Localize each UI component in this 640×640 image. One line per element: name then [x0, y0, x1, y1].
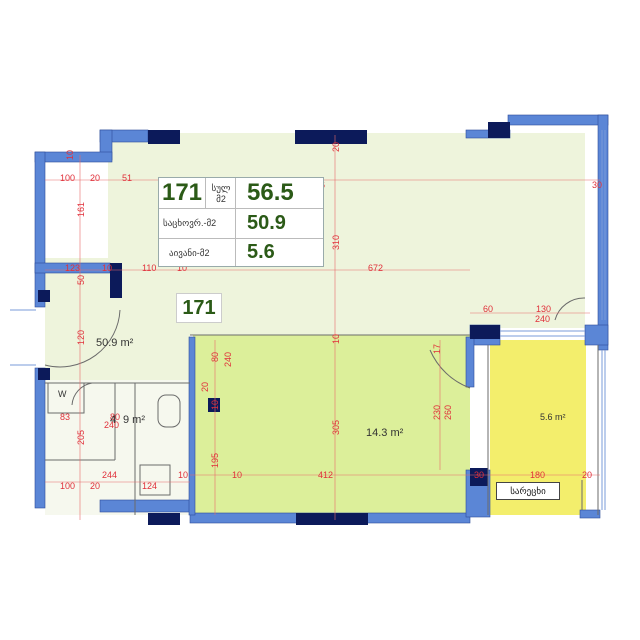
dim-50: 50: [76, 275, 86, 285]
dim-30-bottom: 30: [474, 470, 484, 480]
card-total-label-1: სულ: [211, 183, 231, 193]
dim-205: 205: [76, 430, 86, 445]
living-area-label: 50.9 m²: [96, 337, 134, 349]
columns: [38, 122, 510, 525]
dim-412: 412: [318, 470, 333, 480]
bathroom-area-prefix: 4: [110, 414, 116, 426]
dim-51: 51: [122, 173, 132, 183]
dim-240-v: 240: [223, 352, 233, 367]
dim-10-top-left: 10: [65, 150, 75, 160]
dim-240-b: 240: [104, 420, 119, 430]
bathroom-area-label: 9 m²: [123, 414, 145, 426]
dim-60: 60: [483, 304, 493, 314]
dim-10-f: 10: [232, 470, 242, 480]
dim-195: 195: [210, 453, 220, 468]
wc-mark: W: [58, 389, 67, 399]
dim-230: 230: [432, 405, 442, 420]
card-total-value: 56.5: [247, 179, 294, 206]
dim-161: 161: [76, 202, 86, 217]
card-living-value: 50.9: [247, 212, 286, 234]
card-balcony-value: 5.6: [247, 241, 275, 263]
dim-10-b: 10: [177, 263, 187, 273]
dim-124: 124: [142, 481, 157, 491]
dim-20-bottom: 20: [582, 470, 592, 480]
bathroom-fill: [45, 380, 192, 515]
dim-100-bottom: 100: [60, 481, 75, 491]
partitions: [44, 297, 599, 515]
dim-20-bottom-2: 20: [90, 481, 100, 491]
entry-fill: [45, 310, 190, 385]
dim-10-e: 10: [178, 470, 188, 480]
card-total-label-2: მ2: [216, 194, 226, 204]
dim-240-top: 240: [535, 314, 550, 324]
dim-10-d: 10: [210, 400, 220, 410]
dim-100-top: 100: [60, 173, 75, 183]
dim-20-center: 20: [331, 142, 341, 152]
dim-310: 310: [331, 235, 341, 250]
dim-10-a: 10: [102, 263, 112, 273]
dim-20-top: 20: [90, 173, 100, 183]
unit-tag: 171: [176, 293, 222, 323]
card-balcony-label: აივანი-მ2: [169, 248, 210, 258]
card-unit-number: 171: [161, 179, 203, 206]
dimension-texts: 100 20 51 926 20 30 10 161 310 123 10 11…: [60, 142, 602, 491]
card-living-label: საცხოვრ.-მ2: [163, 218, 217, 228]
laundry-label: სარეცხი: [496, 482, 560, 500]
bedroom-fill: [193, 335, 470, 517]
dim-110: 110: [142, 263, 156, 273]
dimension-lines: [45, 135, 600, 520]
dim-80-b: 80: [110, 412, 120, 422]
dim-20-v: 20: [200, 382, 210, 392]
dim-83: 83: [60, 412, 70, 422]
balcony-area-label: 5.6 m²: [540, 412, 566, 422]
dim-180: 180: [530, 470, 545, 480]
dim-130: 130: [536, 304, 551, 314]
dim-30-right: 30: [592, 180, 602, 190]
dim-305: 305: [331, 420, 341, 435]
dim-10-c: 10: [331, 334, 341, 344]
dim-123: 123: [65, 263, 80, 273]
area-summary-card: 171 სულ მ2 56.5 საცხოვრ.-მ2 50.9 აივანი-…: [158, 177, 324, 267]
dim-80-a: 80: [210, 352, 220, 362]
dim-120: 120: [76, 330, 86, 345]
windows: [10, 130, 606, 510]
bedroom-area-label: 14.3 m²: [366, 427, 404, 439]
dim-260: 260: [443, 405, 453, 420]
dim-672: 672: [368, 263, 383, 273]
dim-244: 244: [102, 470, 117, 480]
dim-17: 17: [432, 344, 442, 354]
